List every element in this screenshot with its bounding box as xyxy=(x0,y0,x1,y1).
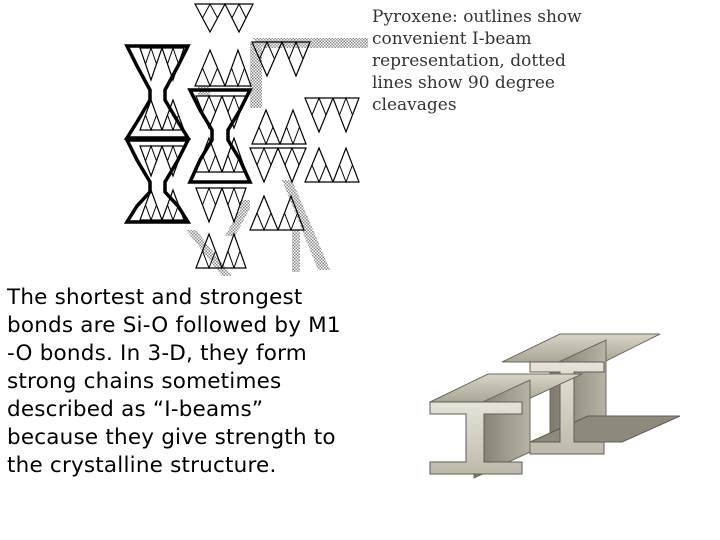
tetrahedron xyxy=(195,136,223,174)
tetrahedron xyxy=(195,94,223,130)
tetrahedron xyxy=(193,2,227,34)
tetrahedron xyxy=(304,96,334,134)
tetrahedron xyxy=(332,96,360,134)
steel-i-beam-illustration xyxy=(429,333,681,479)
tetrahedron xyxy=(304,146,334,184)
tetrahedron xyxy=(195,186,223,224)
tetrahedron xyxy=(332,146,360,184)
tetrahedron xyxy=(139,188,163,222)
beam-end-face xyxy=(429,401,523,475)
cleavage-band xyxy=(292,230,300,272)
tetrahedron xyxy=(279,108,307,146)
tetrahedron xyxy=(277,194,305,232)
tetrahedron xyxy=(194,48,226,88)
tetrahedron xyxy=(161,188,185,222)
i-beam-outline xyxy=(123,138,192,224)
tetrahedron xyxy=(161,46,185,82)
tetrahedron xyxy=(161,144,185,178)
tetrahedron xyxy=(277,146,307,184)
tetrahedron xyxy=(249,194,279,232)
tetrahedron xyxy=(221,136,247,174)
body-paragraph: The shortest and strongest bonds are Si-… xyxy=(7,285,341,478)
tetrahedron xyxy=(224,2,254,34)
silicate-tetrahedra xyxy=(139,2,360,270)
tetrahedron xyxy=(221,186,247,224)
diagram-caption: Pyroxene: outlines show convenient I-bea… xyxy=(372,7,582,115)
tetrahedron xyxy=(221,232,247,270)
tetrahedron xyxy=(251,40,283,78)
tetrahedron xyxy=(224,48,252,88)
tetrahedron xyxy=(249,146,279,184)
i-beam-outline xyxy=(187,88,253,184)
tetrahedron xyxy=(221,94,247,130)
beam-end-face xyxy=(529,361,605,455)
tetrahedron xyxy=(281,40,311,78)
tetrahedron xyxy=(251,108,281,146)
tetrahedron xyxy=(139,98,163,132)
cleavage-dotted-lines xyxy=(186,38,368,276)
tetrahedron xyxy=(139,46,163,82)
i-beam-front xyxy=(429,373,583,479)
tetrahedron xyxy=(195,232,223,270)
pyroxene-chain-diagram xyxy=(123,2,368,276)
tetrahedron xyxy=(161,98,185,132)
tetrahedron xyxy=(139,144,163,178)
i-beam-back xyxy=(501,333,681,455)
cleavage-band xyxy=(225,212,248,236)
